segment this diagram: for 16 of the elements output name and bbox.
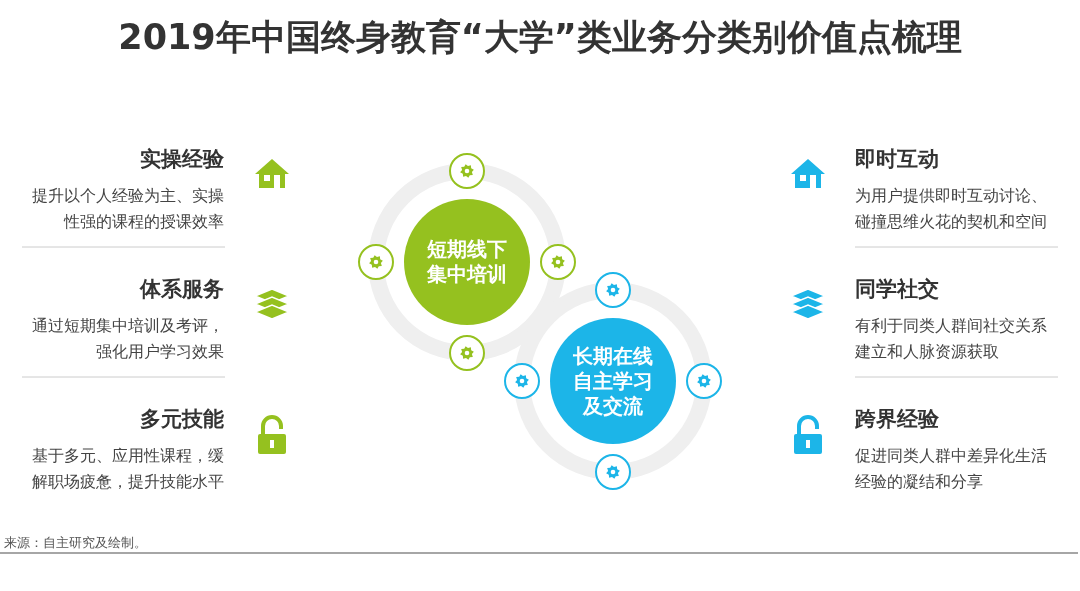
item-heading: 多元技能 xyxy=(140,406,224,433)
item-description: 促进同类人群中差异化生活经验的凝结和分享 xyxy=(855,446,1048,493)
item-heading: 跨界经验 xyxy=(855,406,939,433)
circle-label: 长期在线自主学习及交流 xyxy=(572,343,654,419)
circle-label: 短期线下集中培训 xyxy=(426,237,508,287)
item-heading: 即时互动 xyxy=(855,146,939,173)
item-description: 为用户提供即时互动讨论、碰撞思维火花的契机和空间 xyxy=(855,186,1048,233)
item-heading: 同学社交 xyxy=(855,276,939,303)
item-description: 提升以个人经验为主、实操性强的课程的授课效率 xyxy=(31,186,224,233)
item-description: 通过短期集中培训及考评，强化用户学习效果 xyxy=(31,316,224,363)
item-heading: 实操经验 xyxy=(140,146,224,173)
title: 2019年中国终身教育“大学”类业务分类别价值点梳理 xyxy=(117,16,963,59)
source-note: 来源：自主研究及绘制。 xyxy=(4,534,147,552)
item-heading: 体系服务 xyxy=(140,276,224,303)
item-description: 有利于同类人群间社交关系建立和人脉资源获取 xyxy=(855,316,1048,363)
item-description: 基于多元、应用性课程，缓解职场疲惫，提升技能水平 xyxy=(31,446,224,493)
